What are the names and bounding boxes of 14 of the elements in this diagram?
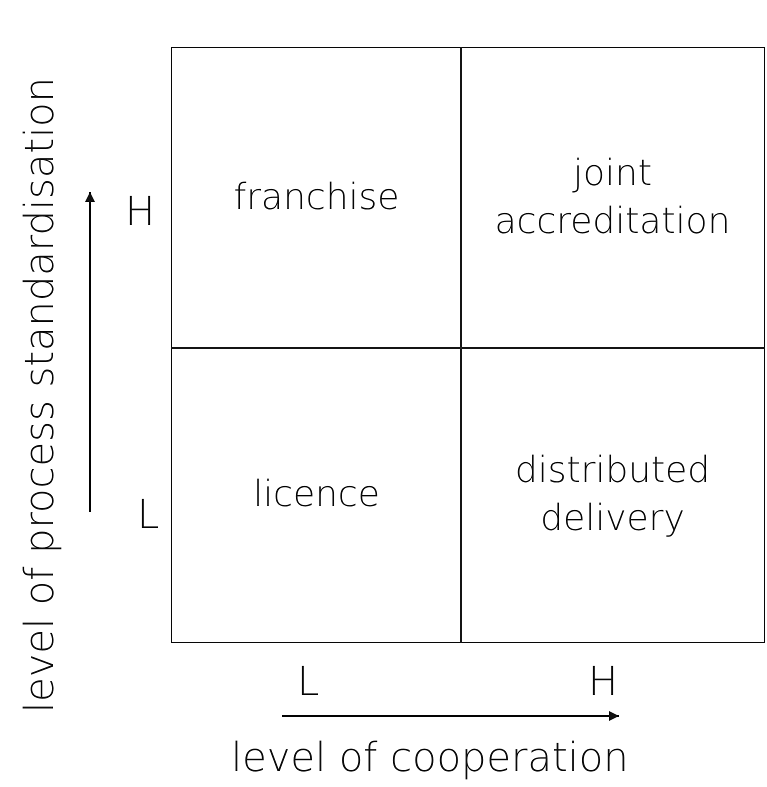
- quadrant-cell: [460, 47, 765, 349]
- axis-level: H: [588, 660, 618, 704]
- axis-level: L: [297, 660, 320, 704]
- quadrant-label: joint accreditation: [494, 152, 732, 244]
- axis-title: level of process standardisation: [18, 76, 62, 714]
- axis-title: level of cooperation: [231, 736, 629, 780]
- quadrant-label: licence: [253, 473, 380, 517]
- quadrant-label: franchise: [234, 176, 400, 220]
- quadrant-cell: [171, 47, 462, 349]
- axis-level: L: [137, 493, 160, 537]
- quadrant-cell: [460, 347, 765, 643]
- quadrant-cell: [171, 347, 462, 643]
- quadrant-label: distributed delivery: [514, 449, 712, 541]
- axis-level: H: [125, 190, 156, 234]
